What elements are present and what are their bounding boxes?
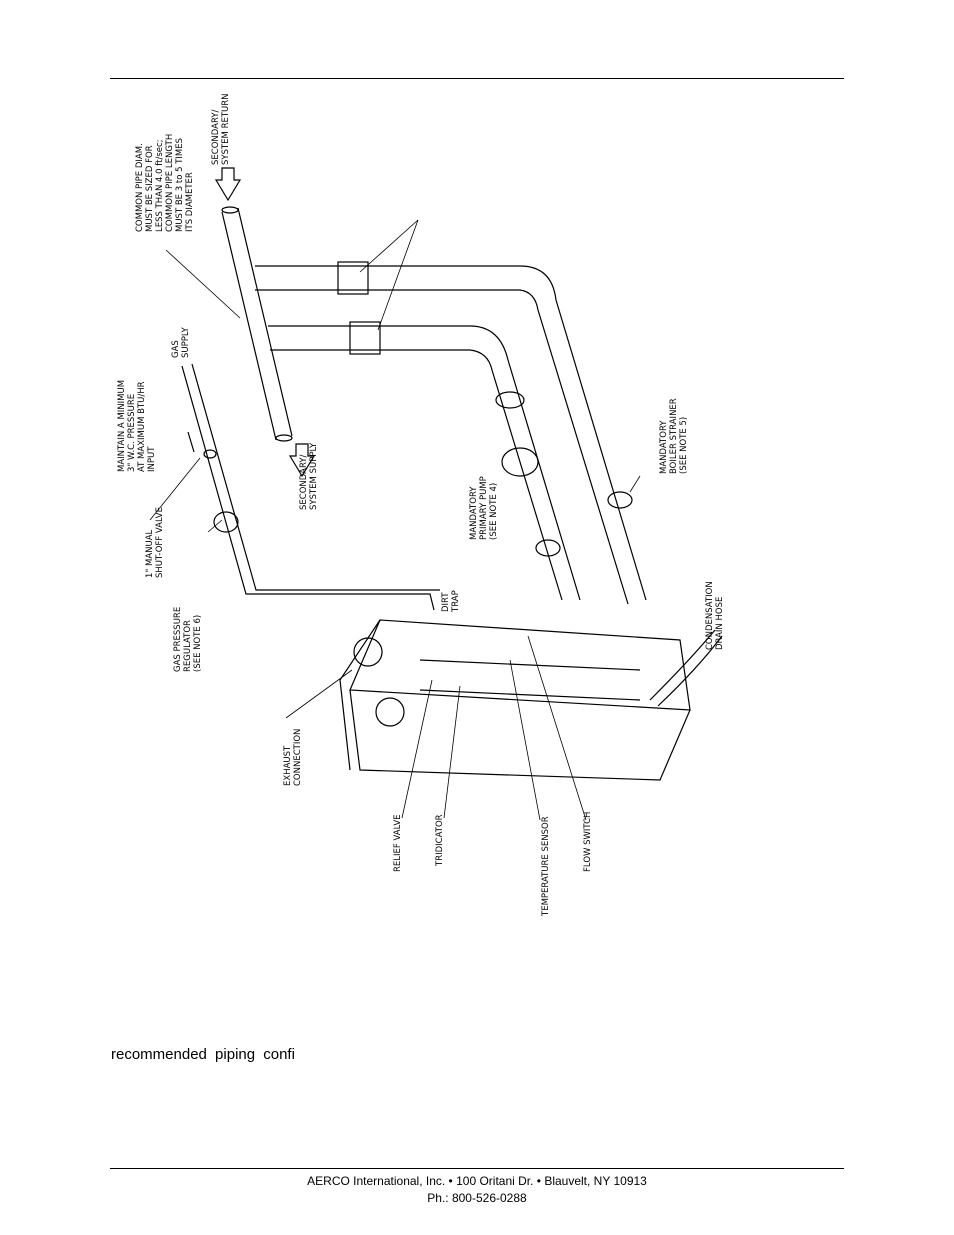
footer-phone: Ph.: 800-526-0288 bbox=[427, 1191, 527, 1205]
label-boiler-strainer-2: BOILER STRAINER bbox=[669, 398, 679, 474]
boiler-cabinet bbox=[339, 619, 691, 781]
svg-text:GAS SUPPLY: GAS SUPPLY bbox=[171, 327, 191, 358]
label-dirt-trap-2: TRAP bbox=[451, 590, 461, 613]
label-gas-regulator-1: GAS PRESSURE bbox=[173, 607, 183, 672]
label-dirt-trap-1: DIRT bbox=[441, 592, 451, 612]
label-secondary-return-1: SECONDARY/ bbox=[211, 109, 221, 165]
label-primary-pump-2: PRIMARY PUMP bbox=[479, 476, 489, 540]
header-rule bbox=[110, 78, 844, 79]
label-maintain-1: MAINTAIN A MINIMUM bbox=[117, 380, 127, 472]
label-exhaust-2: CONNECTION bbox=[293, 729, 303, 786]
diagram-labels: COMMON PIPE DIAM. MUST BE SIZED FOR LESS… bbox=[117, 93, 725, 917]
label-gas-regulator-2: REGULATOR bbox=[183, 620, 193, 672]
label-relief-valve: RELIEF VALVE bbox=[393, 814, 403, 872]
label-gas-supply-1: GAS bbox=[171, 340, 181, 358]
label-secondary-supply-1: SECONDARY/ bbox=[299, 454, 309, 510]
label-common-pipe-1: COMMON PIPE DIAM. bbox=[135, 143, 145, 232]
label-primary-pump-1: MANDATORY bbox=[469, 486, 479, 540]
label-common-pipe-2: MUST BE SIZED FOR bbox=[145, 145, 155, 232]
gas-supply-pipe bbox=[181, 363, 440, 611]
label-primary-pump-3: (SEE NOTE 4) bbox=[489, 483, 499, 540]
label-condensation-2: DRAIN HOSE bbox=[715, 597, 725, 650]
leader-lines bbox=[149, 219, 641, 821]
label-common-pipe-4: COMMON PIPE LENGTH bbox=[165, 134, 175, 232]
label-temperature-sensor: TEMPERATURE SENSOR bbox=[541, 816, 551, 917]
pipe-fittings bbox=[495, 391, 633, 557]
svg-text:SECONDARY/ SYSTEM SUPPLY: SECONDARY/ SYSTEM SUPPLY bbox=[299, 442, 319, 510]
figure-caption: recommended piping confi bbox=[111, 1046, 295, 1063]
label-gas-supply-2: SUPPLY bbox=[181, 327, 191, 358]
svg-text:MANDATORY PRIMARY PUMP: MANDATORY PRIMARY PUMP (SEE NOTE 4) bbox=[469, 474, 499, 540]
return-branch-pipe bbox=[255, 261, 647, 605]
svg-text:COMMON PIPE DIAM. MUST B: COMMON PIPE DIAM. MUST BE SIZED FOR LESS… bbox=[135, 131, 195, 232]
label-common-pipe-6: ITS DIAMETER bbox=[185, 172, 195, 232]
svg-text:SECONDARY/ SYSTEM RETURN: SECONDARY/ SYSTEM RETURN bbox=[211, 93, 231, 165]
supply-arrow bbox=[288, 443, 316, 478]
label-boiler-strainer-3: (SEE NOTE 5) bbox=[679, 417, 689, 474]
svg-text:CONDENSATION DRAIN HOSE: CONDENSATION DRAIN HOSE bbox=[705, 579, 725, 650]
label-common-pipe-5: MUST BE 3 to 5 TIMES bbox=[175, 138, 185, 232]
label-common-pipe-3: LESS THAN 4.0 ft/sec; bbox=[155, 139, 165, 232]
label-secondary-supply-2: SYSTEM SUPPLY bbox=[309, 442, 319, 510]
label-manual-valve-1: 1" MANUAL bbox=[145, 529, 155, 578]
label-maintain-3: AT MAXIMUM BTU/HR bbox=[137, 381, 147, 472]
label-maintain-4: INPUT bbox=[147, 446, 157, 472]
label-condensation-1: CONDENSATION bbox=[705, 581, 715, 650]
piping-diagram: COMMON PIPE DIAM. MUST BE SIZED FOR LESS… bbox=[117, 93, 725, 917]
footer-rule bbox=[110, 1168, 844, 1169]
label-flow-switch: FLOW SWITCH bbox=[583, 812, 593, 872]
svg-text:GAS PRESSURE REGULATOR: GAS PRESSURE REGULATOR (SEE NOTE 6) bbox=[173, 604, 203, 672]
condensation-hose bbox=[649, 629, 723, 707]
svg-text:MAINTAIN A MINIMUM 3" W.: MAINTAIN A MINIMUM 3" W.C. PRESSURE AT M… bbox=[117, 377, 157, 472]
svg-text:1" MANUAL SHUT-OFF VALVE: 1" MANUAL SHUT-OFF VALVE bbox=[145, 507, 165, 578]
footer-address: AERCO International, Inc. • 100 Oritani … bbox=[307, 1174, 647, 1188]
svg-text:MANDATORY BOILER STRAINE: MANDATORY BOILER STRAINER (SEE NOTE 5) bbox=[659, 396, 689, 474]
label-maintain-2: 3" W.C. PRESSURE bbox=[127, 394, 137, 472]
common-pipe bbox=[221, 206, 293, 442]
supply-branch-pipe bbox=[268, 321, 581, 601]
label-manual-valve-2: SHUT-OFF VALVE bbox=[155, 507, 165, 578]
label-tridicator: TRIDICATOR bbox=[435, 814, 445, 867]
label-exhaust-1: EXHAUST bbox=[283, 745, 293, 786]
label-gas-regulator-3: (SEE NOTE 6) bbox=[193, 615, 203, 672]
return-arrow bbox=[214, 167, 242, 202]
label-secondary-return-2: SYSTEM RETURN bbox=[221, 93, 231, 165]
label-boiler-strainer-1: MANDATORY bbox=[659, 420, 669, 474]
svg-text:DIRT TRAP: DIRT TRAP bbox=[441, 590, 461, 613]
svg-text:EXHAUST CONNECTION: EXHAUST CONNECTION bbox=[283, 729, 303, 786]
